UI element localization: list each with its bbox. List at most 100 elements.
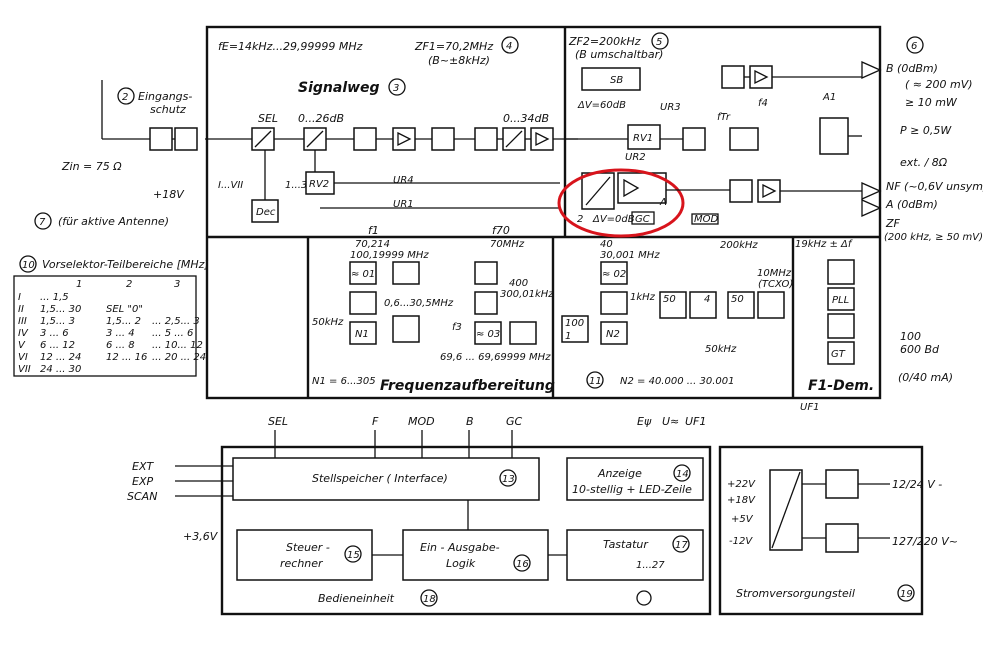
rv1-label: RV1 [633, 133, 653, 144]
n1-block [349, 321, 377, 345]
ftr-label: fTr [717, 112, 731, 123]
gt-block [827, 341, 855, 365]
ctrl-scan: SCAN [127, 490, 157, 503]
control-title: Bedieneinheit [318, 592, 395, 605]
div50: 50 [663, 294, 676, 305]
pwr-dc: 12/24 V - [892, 478, 942, 491]
highlight-circle [557, 168, 685, 238]
demod2-block [729, 179, 753, 203]
cpu-label2: rechner [280, 557, 324, 570]
zf1-label: ZF1=70,2MHz [414, 40, 493, 53]
rv1-block [627, 124, 661, 150]
signal-path-num: 3 [393, 83, 399, 94]
preselector-cell: 6 ... 8 [106, 340, 135, 351]
ctrl-mod: MOD [408, 415, 435, 428]
f70-value: 70MHz [490, 239, 525, 250]
ctrl-gc: GC [506, 415, 523, 428]
ur3-label: UR3 [660, 102, 681, 113]
control-unit-frame [220, 445, 712, 616]
dv60-label: ΔV=60dB [577, 100, 626, 111]
tcxo-label: 10MHz [757, 268, 792, 279]
gt-label: GT [831, 349, 846, 360]
output-amp-block [819, 117, 849, 155]
preselector-cell: 12 ... 24 [40, 352, 81, 363]
n2-label: N2 [606, 329, 620, 340]
range-13: 1...3 [285, 180, 307, 191]
khz1-label: 1kHz [630, 292, 656, 303]
rv2-label: RV2 [309, 179, 329, 190]
divider1-block [392, 315, 420, 343]
preselector-cell: ... 5 ... 6 [152, 328, 193, 339]
tcxo-label2: (TCXO) [758, 279, 793, 290]
f70-label: f70 [492, 224, 510, 237]
preselector-col-header: 2 [126, 279, 132, 290]
diode-block [682, 127, 706, 151]
power-supply-frame [718, 445, 924, 616]
div100-block [561, 315, 589, 343]
mixer3-block [392, 261, 420, 285]
khz50-label: 50kHz [312, 317, 344, 328]
osc2-block [509, 321, 537, 345]
atten2-label: 0...34dB [503, 112, 549, 125]
signal-path-title: Signalweg [298, 80, 380, 96]
freq-prep-sub-num: 11 [589, 376, 602, 387]
out-zf: ZF [885, 217, 901, 230]
filter-dem-block [827, 313, 855, 339]
ctrl-ee: Eψ [637, 415, 652, 428]
ctrl-sel: SEL [268, 415, 288, 428]
pwr-18: +18V [727, 495, 756, 506]
signal-path-frame [205, 25, 882, 400]
freq-range: fE=14kHz...29,99999 MHz [218, 40, 363, 53]
baud-label: 100 [900, 330, 921, 343]
div4: 4 [704, 294, 710, 305]
ur2-label: UR2 [625, 152, 646, 163]
amp3-block [757, 179, 781, 203]
output-terminals [861, 60, 882, 80]
pll-label: PLL [832, 295, 849, 306]
active-label: (für aktive Antenne) [58, 215, 169, 228]
cpu-label: Steuer - [286, 541, 330, 554]
keyboard-num: 17 [675, 540, 688, 551]
active-num: 7 [39, 217, 46, 228]
converter-block [769, 469, 803, 551]
range06: 0,6...30,5MHz [384, 298, 454, 309]
cpu-num: 15 [347, 550, 360, 561]
pwr-12: -12V [729, 536, 753, 547]
preselector-cell: 1,5... 30 [40, 304, 81, 315]
preselector-range: II [18, 304, 24, 315]
io-block [402, 529, 549, 581]
io-label2: Logik [446, 557, 476, 570]
preselector-cell: 1,5... 3 [40, 316, 75, 327]
preselector-cell: 3 ... 6 [40, 328, 69, 339]
ctrl-uz: U≈ [662, 415, 679, 428]
interface-block [232, 457, 540, 501]
sb-filter-block [581, 67, 641, 91]
keyboard-range: 1...27 [636, 560, 665, 571]
n2-block [600, 321, 628, 345]
n1-range: N1 = 6...305 [312, 376, 376, 387]
out-ext: ext. / 8Ω [900, 156, 948, 169]
amp1-block [392, 127, 416, 151]
f1dem-title: F1-Dem. [808, 378, 874, 394]
div50b-block [727, 291, 755, 319]
osc3-block [600, 291, 628, 315]
filter-f70-block [474, 261, 498, 285]
div50-block [659, 291, 687, 319]
preselector-cell: ... 1,5 [40, 292, 69, 303]
filter01-block [349, 261, 377, 285]
transformer-block [825, 523, 859, 553]
baud-label2: 600 Bd [900, 343, 940, 356]
preselector-range: VI [18, 352, 28, 363]
knob-icon [636, 590, 652, 606]
input-label: Eingangs- [138, 90, 192, 103]
out-a: A (0dBm) [885, 198, 938, 211]
input-num: 2 [122, 92, 128, 103]
active-antenna-block [149, 127, 173, 151]
ur4-label: UR4 [393, 175, 414, 186]
power-title: Stromversorgungsteil [736, 587, 855, 600]
mod-label: MOD [694, 214, 718, 225]
f02-label: ≈ 02 [602, 269, 626, 280]
n1-label: N1 [355, 329, 369, 340]
